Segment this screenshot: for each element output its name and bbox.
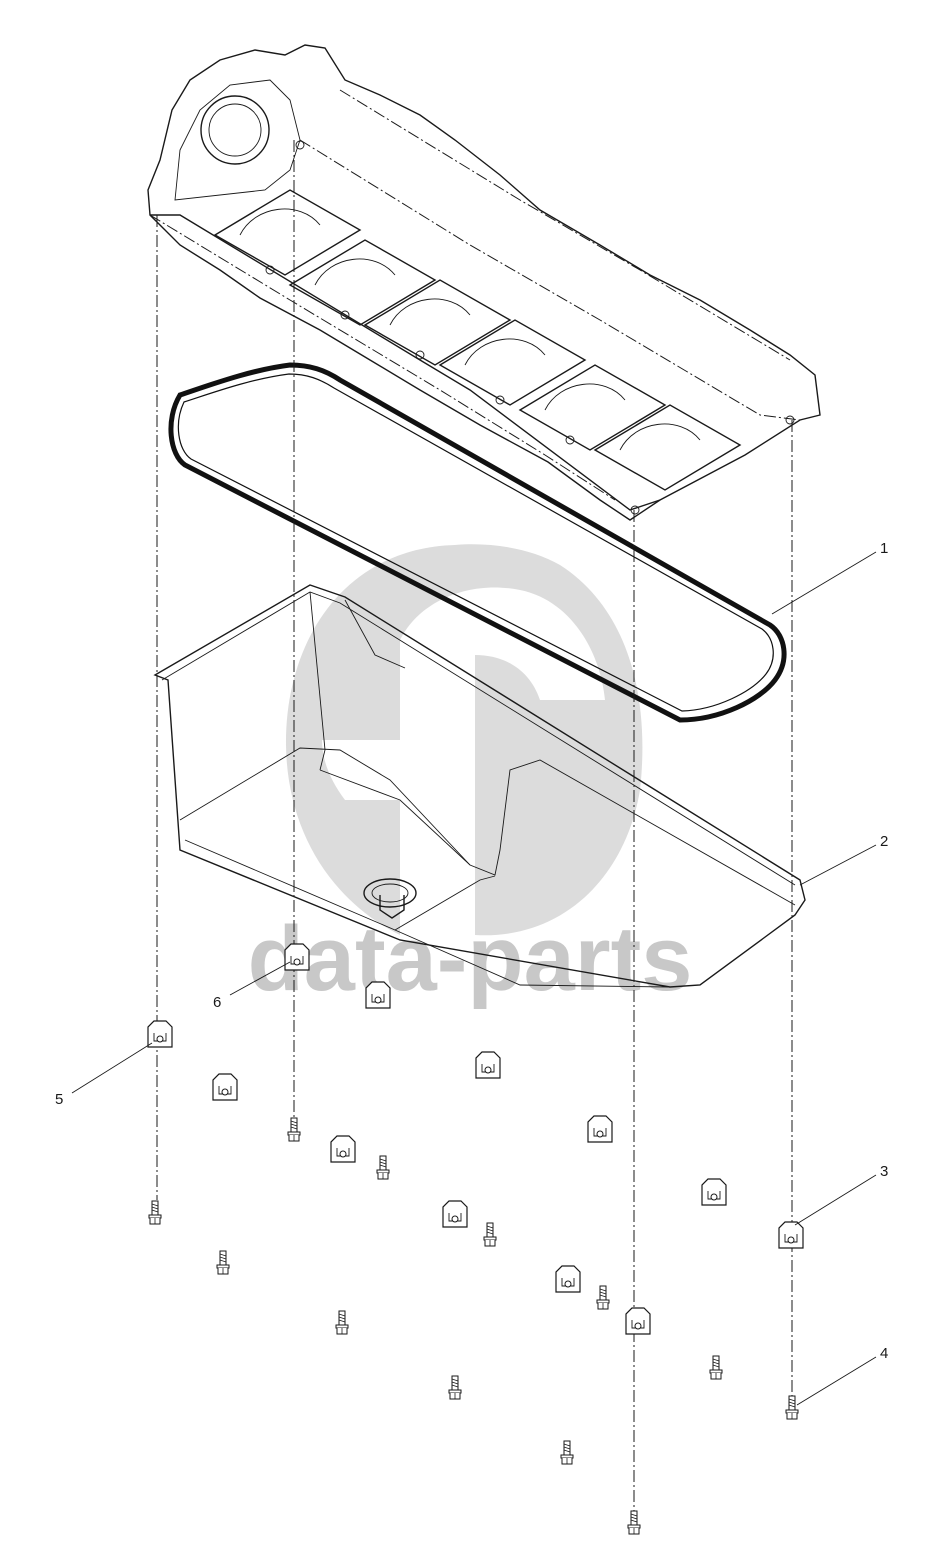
bolt	[560, 1440, 574, 1465]
clamp	[555, 1265, 581, 1293]
bolt	[148, 1200, 162, 1225]
bolt	[335, 1310, 349, 1335]
clamp	[475, 1051, 501, 1079]
callout-6: 6	[213, 994, 221, 1011]
callout-1: 1	[880, 540, 888, 557]
bolt	[627, 1510, 641, 1535]
bolt	[287, 1117, 301, 1142]
watermark-text: data-parts	[248, 908, 693, 1010]
alignment-lines	[156, 140, 793, 1520]
callouts: 1 2 3 4 5 6	[55, 540, 888, 1406]
clamp	[442, 1200, 468, 1228]
bolt	[483, 1222, 497, 1247]
bolt	[709, 1355, 723, 1380]
clamp	[587, 1115, 613, 1143]
callout-2: 2	[880, 833, 888, 850]
bolt	[216, 1250, 230, 1275]
clamp	[330, 1135, 356, 1163]
bolt	[596, 1285, 610, 1310]
oil-pan	[153, 584, 806, 988]
clamp	[212, 1073, 238, 1101]
bearing-bays	[213, 189, 742, 491]
callout-4: 4	[880, 1345, 888, 1362]
bolt-4	[785, 1395, 799, 1420]
watermark-logo: data-parts	[248, 544, 693, 1010]
engine-block	[147, 44, 821, 521]
bolt	[448, 1375, 462, 1400]
clamp-3	[778, 1221, 804, 1249]
clamp-6	[284, 943, 310, 971]
callout-3: 3	[880, 1163, 888, 1180]
bolt	[376, 1155, 390, 1180]
clamp	[365, 981, 391, 1009]
bolts	[148, 1117, 799, 1535]
clamp	[701, 1178, 727, 1206]
callout-5: 5	[55, 1091, 63, 1108]
gasket	[168, 362, 787, 723]
clamp	[625, 1307, 651, 1335]
